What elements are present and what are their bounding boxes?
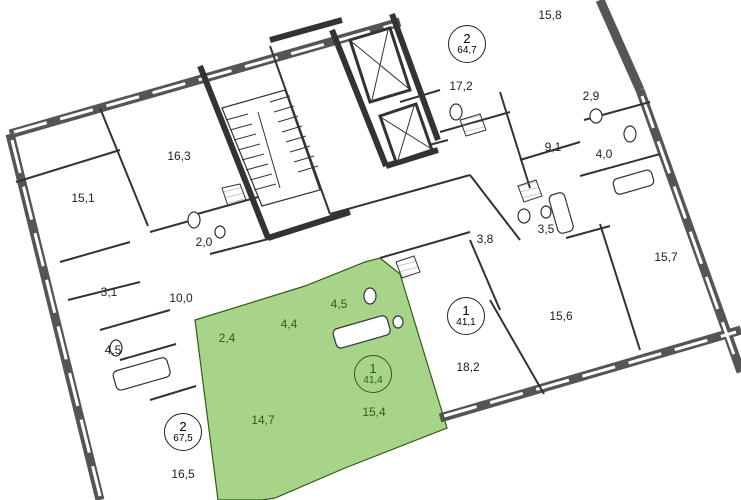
room-area-label: 2,4	[218, 331, 236, 345]
room-area-label: 3,8	[476, 232, 494, 246]
room-area-label: 10,0	[169, 291, 193, 305]
apartment-area: 67,5	[173, 432, 193, 444]
selected-apartment-fill[interactable]	[195, 258, 447, 500]
room-area-label: 16,3	[167, 149, 191, 163]
room-area-label: 15,4	[362, 405, 386, 419]
room-area-label: 3,1	[100, 285, 118, 299]
apartment-area: 64,7	[457, 44, 477, 56]
room-area-label: 16,5	[171, 467, 195, 481]
stair	[221, 89, 321, 207]
apartment-badge-selected[interactable]: 1 41,4	[354, 355, 392, 393]
apartment-rooms: 1	[369, 360, 377, 376]
core-walls	[197, 12, 441, 241]
apartment-badge-left[interactable]: 2 67,5	[164, 413, 202, 451]
room-area-label: 4,4	[280, 317, 298, 331]
apartment-rooms: 1	[462, 302, 470, 318]
room-area-label: 15,1	[71, 191, 95, 205]
apartment-area: 41,4	[363, 374, 383, 386]
apartment-rooms: 2	[179, 418, 187, 434]
room-area-label: 4,0	[595, 147, 613, 161]
apartment-badge-top[interactable]: 2 64,7	[448, 25, 486, 63]
room-area-label: 9,1	[544, 140, 562, 154]
room-area-label: 4,5	[330, 297, 348, 311]
apartment-area: 41,1	[456, 316, 476, 328]
elevators	[348, 26, 434, 164]
apartment-rooms: 2	[463, 30, 471, 46]
fixtures	[109, 103, 655, 391]
room-area-label: 2,9	[582, 89, 600, 103]
shafts	[221, 113, 543, 279]
selected-apartment-outline	[194, 257, 448, 500]
room-area-label: 15,7	[654, 250, 678, 264]
room-area-label: 18,2	[456, 360, 480, 374]
room-area-label: 15,6	[549, 309, 573, 323]
room-area-label: 14,7	[251, 413, 275, 427]
room-area-label: 4,5	[104, 343, 122, 357]
room-area-label: 17,2	[449, 79, 473, 93]
room-area-label: 2,0	[195, 235, 213, 249]
room-area-label: 3,5	[537, 222, 555, 236]
apartment-badge-right[interactable]: 1 41,1	[447, 297, 485, 335]
room-area-label: 15,8	[538, 8, 562, 22]
